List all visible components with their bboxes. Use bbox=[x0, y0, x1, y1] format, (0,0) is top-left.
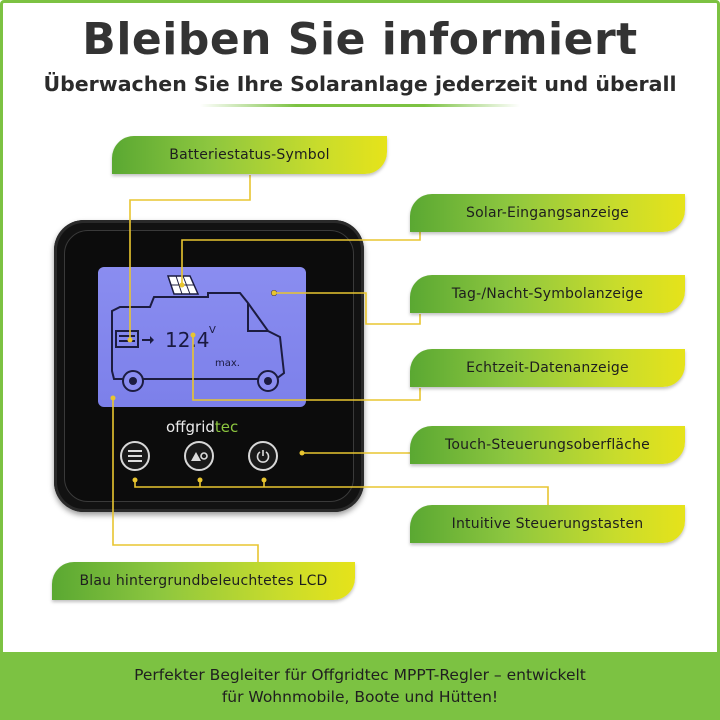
label-control-buttons: Intuitive Steuerungstasten bbox=[410, 505, 685, 543]
reading-mode: max. bbox=[215, 358, 240, 369]
voltage-reading: 12.4 bbox=[165, 328, 210, 352]
power-button[interactable] bbox=[248, 441, 278, 471]
voltage-unit: V bbox=[209, 325, 216, 336]
label-realtime-data: Echtzeit-Datenanzeige bbox=[410, 349, 685, 387]
label-blue-lcd: Blau hintergrundbeleuchtetes LCD bbox=[52, 562, 355, 600]
power-icon bbox=[256, 450, 270, 463]
footer-line-1: Perfekter Begleiter für Offgridtec MPPT-… bbox=[134, 666, 586, 684]
menu-button[interactable] bbox=[120, 441, 150, 471]
label-battery-status: Batteriestatus-Symbol bbox=[112, 136, 387, 174]
subtitle-underline bbox=[200, 104, 520, 107]
lcd-screen bbox=[98, 267, 306, 407]
up-settings-icon bbox=[191, 452, 208, 461]
label-day-night: Tag-/Nacht-Symbolanzeige bbox=[410, 275, 685, 313]
page-title: Bleiben Sie informiert bbox=[82, 14, 638, 65]
brand-logo: offgridtec bbox=[166, 418, 239, 436]
footer-line-2: für Wohnmobile, Boote und Hütten! bbox=[221, 688, 499, 706]
label-solar-input: Solar-Eingangsanzeige bbox=[410, 194, 685, 232]
footer-banner: Perfekter Begleiter für Offgridtec MPPT-… bbox=[0, 652, 720, 720]
menu-icon bbox=[128, 450, 142, 462]
page-subtitle: Überwachen Sie Ihre Solaranlage jederzei… bbox=[43, 72, 677, 96]
up-settings-button[interactable] bbox=[184, 441, 214, 471]
label-touch-surface: Touch-Steuerungsoberfläche bbox=[410, 426, 685, 464]
